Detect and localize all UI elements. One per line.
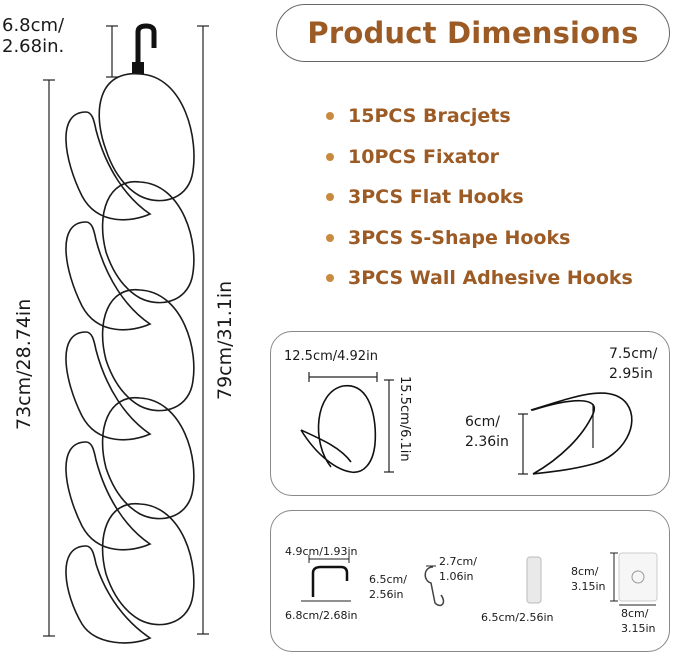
bullet-icon — [326, 152, 334, 161]
bracket-height-label: 15.5cm/6.1in — [397, 376, 412, 462]
s-hook-height-label: 6.5cm/ 2.56in — [369, 573, 407, 601]
bullet-icon — [326, 233, 334, 242]
clip-length-label: 6.5cm/2.56in — [481, 611, 554, 624]
chain-length-label: 73cm/28.74in — [13, 298, 35, 430]
bracket-fixator-panel: 12.5cm/4.92in 15.5cm/6.1in 7.5cm/ 2.95in… — [270, 331, 670, 496]
bracket-chain-illustration — [43, 23, 209, 644]
flat-hook-height-label: 6.8cm/2.68in — [285, 609, 358, 622]
bracket-width-label: 12.5cm/4.92in — [284, 349, 378, 364]
fixator-width-label: 7.5cm/ 2.95in — [609, 346, 658, 383]
list-item: 3PCS S-Shape Hooks — [318, 218, 633, 259]
list-item: 10PCS Fixator — [318, 137, 633, 178]
adhesive-width-label: 8cm/ 3.15in — [621, 607, 656, 635]
bracket-fixator-illustration — [300, 372, 633, 475]
list-item: 3PCS Wall Adhesive Hooks — [318, 258, 633, 299]
list-item: 3PCS Flat Hooks — [318, 177, 633, 218]
total-length-label: 79cm/31.1in — [214, 280, 236, 400]
hooks-panel: 4.9cm/1.93in 6.8cm/2.68in 2.7cm/ 1.06in … — [270, 510, 670, 652]
bullet-icon — [326, 274, 334, 283]
title-pill: Product Dimensions — [276, 4, 670, 62]
s-hook-width-label: 2.7cm/ 1.06in — [439, 555, 477, 583]
bullet-icon — [326, 112, 334, 121]
page-title: Product Dimensions — [307, 16, 639, 50]
hooks-illustration — [301, 552, 658, 607]
list-item: 15PCS Bracjets — [318, 96, 633, 137]
bullet-icon — [326, 193, 334, 202]
contents-list: 15PCS Bracjets 10PCS Fixator 3PCS Flat H… — [318, 96, 633, 299]
adhesive-height-label: 8cm/ 3.15in — [571, 565, 606, 593]
flat-hook-width-label: 4.9cm/1.93in — [285, 545, 358, 558]
hook-size-label: 6.8cm/ 2.68in. — [2, 15, 65, 57]
fixator-height-label: 6cm/ 2.36in — [465, 414, 509, 451]
